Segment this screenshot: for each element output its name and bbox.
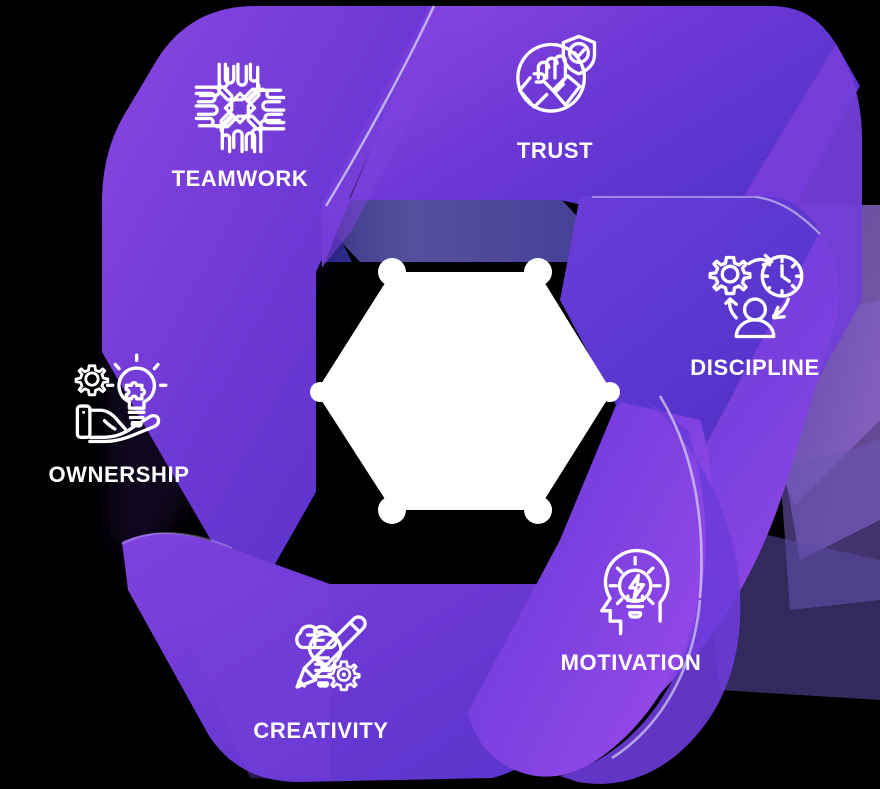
handshake-shield-check-icon	[503, 28, 607, 132]
four-hands-teamwork-icon	[188, 56, 292, 160]
brain-bulb-pencil-gear-icon	[269, 608, 373, 712]
ribbon-bottom-creativity	[120, 532, 560, 782]
node-label: TRUST	[516, 138, 594, 163]
hand-holding-lightbulb-gear-icon	[67, 352, 171, 456]
node-label: CREATIVITY	[253, 718, 389, 743]
node-trust[interactable]: TRUST	[455, 28, 655, 164]
ribbon-bottom-creativity-highlight	[180, 556, 330, 780]
node-ownership[interactable]: OWNERSHIP	[19, 352, 219, 488]
node-label: OWNERSHIP	[48, 462, 190, 487]
ribbon-motivation-leaf	[468, 402, 712, 777]
node-label: MOTIVATION	[560, 650, 702, 675]
ribbon-edge-highlights	[121, 5, 821, 760]
node-label: DISCIPLINE	[690, 355, 820, 380]
node-creativity[interactable]: CREATIVITY	[221, 608, 421, 744]
node-discipline[interactable]: DISCIPLINE	[655, 245, 855, 381]
node-label: TEAMWORK	[171, 166, 309, 191]
head-lightbulb-bolt-icon	[579, 540, 683, 644]
node-motivation[interactable]: MOTIVATION	[531, 540, 731, 676]
node-teamwork[interactable]: TEAMWORK	[140, 56, 340, 192]
center-hexagon	[310, 258, 620, 524]
gear-clock-person-cycle-icon	[703, 245, 807, 349]
ribbon-right-leaf	[560, 388, 741, 784]
